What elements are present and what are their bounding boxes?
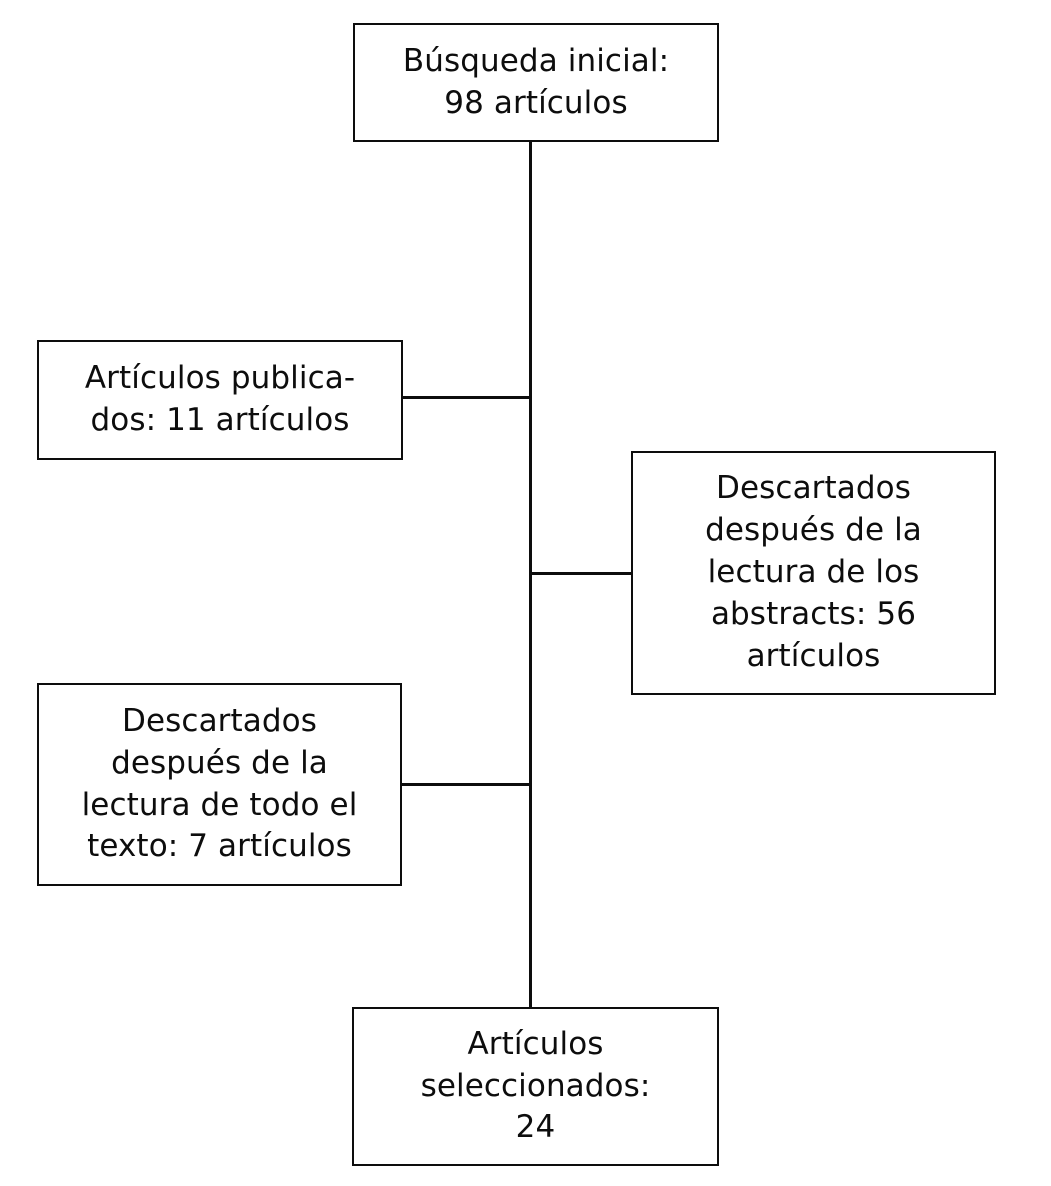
node-initial-search: Búsqueda inicial: 98 artículos	[353, 23, 719, 142]
node-discarded-abstracts: Descartados después de la lectura de los…	[631, 451, 996, 695]
node-discarded-abstracts-label: Descartados después de la lectura de los…	[705, 470, 922, 674]
node-selected-articles-label: Artículos seleccionados: 24	[420, 1025, 651, 1146]
node-selected-articles: Artículos seleccionados: 24	[352, 1007, 719, 1166]
node-published-articles: Artículos publica- dos: 11 artículos	[37, 340, 403, 460]
connector-discarded-fulltext	[400, 783, 531, 786]
node-discarded-fulltext-label: Descartados después de la lectura de tod…	[81, 702, 358, 865]
connector-published-articles	[401, 396, 531, 399]
node-discarded-fulltext: Descartados después de la lectura de tod…	[37, 683, 402, 886]
node-initial-search-label: Búsqueda inicial: 98 artículos	[402, 42, 670, 121]
node-published-articles-label: Artículos publica- dos: 11 artículos	[84, 360, 356, 438]
connector-discarded-abstracts	[529, 572, 633, 575]
